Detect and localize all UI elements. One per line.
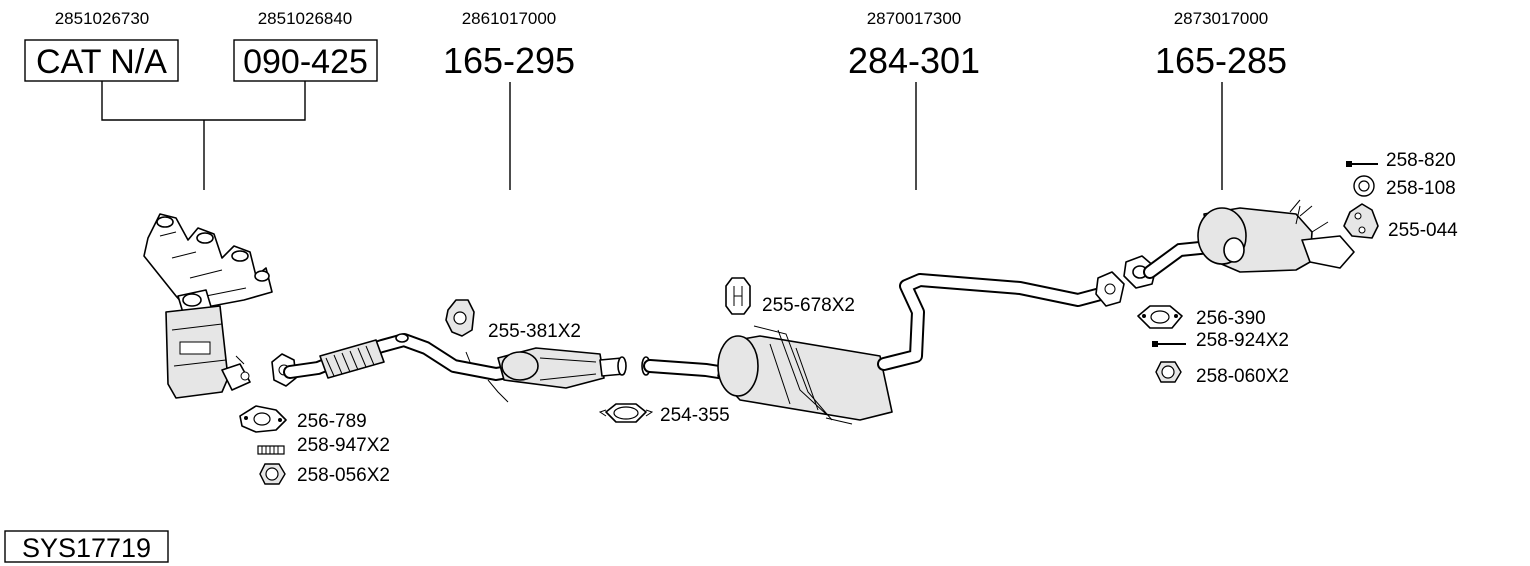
label-bolt-rear: 258-924X2 — [1196, 330, 1289, 351]
boxed-ref-cat: CAT N/A — [36, 43, 167, 81]
system-id: SYS17719 — [22, 533, 151, 563]
gasket-rear — [1137, 305, 1183, 329]
label-nut-rear: 258-060X2 — [1196, 366, 1289, 387]
manifold-catalyst-part — [143, 213, 273, 399]
label-hanger-front: 255-381X2 — [488, 321, 581, 342]
label-gasket-front: 256-789 — [297, 411, 367, 432]
part-number-manifold-cat: 2851026730 — [55, 9, 150, 28]
leader-lines — [101, 81, 1223, 190]
label-hanger-rear: 255-044 — [1388, 220, 1458, 241]
label-gasket-rear: 256-390 — [1196, 308, 1266, 329]
label-bolt-top: 258-820 — [1386, 150, 1456, 171]
hanger-rear — [1343, 203, 1379, 239]
boxed-ref-frame-manifold — [233, 39, 378, 82]
label-bolt-front: 258-947X2 — [297, 435, 390, 456]
part-number-manifold-alt: 2851026840 — [258, 9, 353, 28]
label-clamp: 254-355 — [660, 405, 730, 426]
label-washer-top: 258-108 — [1386, 178, 1456, 199]
hanger-front — [445, 299, 475, 337]
hanger-mid — [725, 277, 751, 315]
nut-rear — [1155, 361, 1182, 383]
middle-silencer-part — [641, 271, 1125, 425]
bolt-rear — [1152, 341, 1186, 347]
ref-middle-silencer: 284-301 — [848, 40, 980, 81]
washer-top — [1353, 175, 1375, 197]
label-hanger-mid: 255-678X2 — [762, 295, 855, 316]
ref-rear-silencer: 165-285 — [1155, 40, 1287, 81]
bolt-top — [1346, 161, 1378, 167]
bracket-connector — [101, 81, 306, 121]
nut-front — [259, 463, 286, 485]
ref-front-pipe: 165-295 — [443, 40, 575, 81]
rear-silencer-part — [1123, 199, 1355, 289]
bolt-front — [257, 445, 285, 455]
clamp — [598, 403, 654, 423]
label-nut-front: 258-056X2 — [297, 465, 390, 486]
part-number-middle-silencer: 2870017300 — [867, 9, 962, 28]
front-pipe-part — [271, 333, 627, 403]
part-number-rear-silencer: 2873017000 — [1174, 9, 1269, 28]
boxed-ref-manifold: 090-425 — [243, 43, 368, 81]
part-number-front-pipe: 2861017000 — [462, 9, 557, 28]
boxed-ref-frame-cat — [24, 39, 179, 82]
gasket-front — [239, 405, 287, 433]
system-id-frame — [4, 530, 169, 563]
